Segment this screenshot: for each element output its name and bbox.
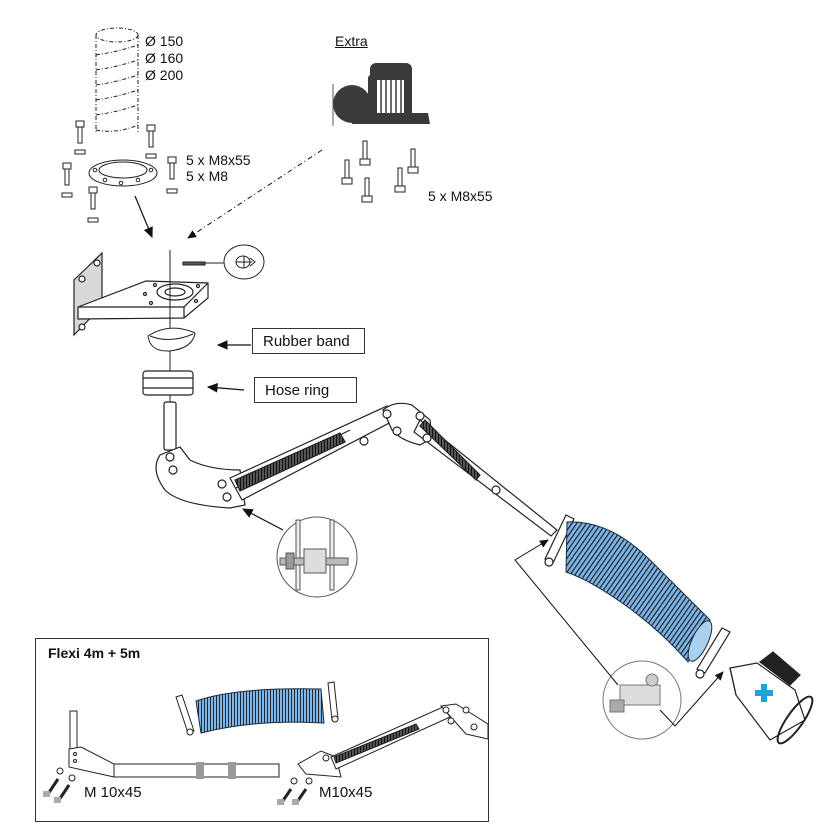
inset-arm-left-icon <box>68 710 280 779</box>
hose-ring-icon <box>142 370 194 396</box>
fan-motor-icon <box>332 63 430 126</box>
flange-ring-icon <box>88 159 158 187</box>
duct-diameter-200: Ø 200 <box>145 67 184 83</box>
rubber-band-icon <box>147 327 196 352</box>
arrow-flange <box>134 195 153 239</box>
flexible-hose-icon <box>565 521 713 663</box>
inset-arm-right-icon <box>297 703 488 778</box>
inset-left-bolts-label: M 10x45 <box>84 784 142 801</box>
pin-detail-icon <box>182 244 265 280</box>
flexi-inset-panel: Flexi 4m + 5m <box>35 638 489 822</box>
flange-bolts-label: 5 x M8x55 <box>186 152 251 168</box>
inset-hose-clamp-right-icon <box>327 681 339 723</box>
hood-icon <box>729 651 814 745</box>
clamp-detail-icon <box>602 660 682 740</box>
inset-right-bolts-label: M10x45 <box>319 784 373 801</box>
hose-clamp-right-icon <box>695 627 731 679</box>
inset-bolts-left-icon <box>43 767 76 803</box>
duct-icon <box>95 27 139 132</box>
arrow-hose-ring <box>206 383 245 393</box>
inset-hose-clamp-left-icon <box>175 694 195 736</box>
flange-nuts-label: 5 x M8 <box>186 168 229 184</box>
duct-diameter-160: Ø 160 <box>145 50 184 66</box>
extra-bolts-label: 5 x M8x55 <box>428 188 493 204</box>
extraction-arm-icon <box>155 401 558 537</box>
arrow-extra <box>187 149 323 239</box>
extra-bolts-icon <box>341 140 419 203</box>
hose-ring-label: Hose ring <box>254 377 357 403</box>
arrow-joint <box>241 508 284 531</box>
inset-title: Flexi 4m + 5m <box>48 645 141 661</box>
inset-bolts-right-icon <box>277 777 313 805</box>
joint-detail-icon <box>276 516 358 598</box>
flange-bolts-icon <box>61 120 178 223</box>
inset-drawing <box>43 681 488 805</box>
arrow-clamp-right <box>659 671 724 727</box>
rubber-band-label: Rubber band <box>252 328 365 354</box>
extra-heading: Extra <box>335 33 368 49</box>
inset-flexible-hose-icon <box>195 688 325 734</box>
wall-bracket-icon <box>73 251 209 337</box>
arrow-clamp-left <box>514 539 619 686</box>
duct-diameter-150: Ø 150 <box>145 33 184 49</box>
